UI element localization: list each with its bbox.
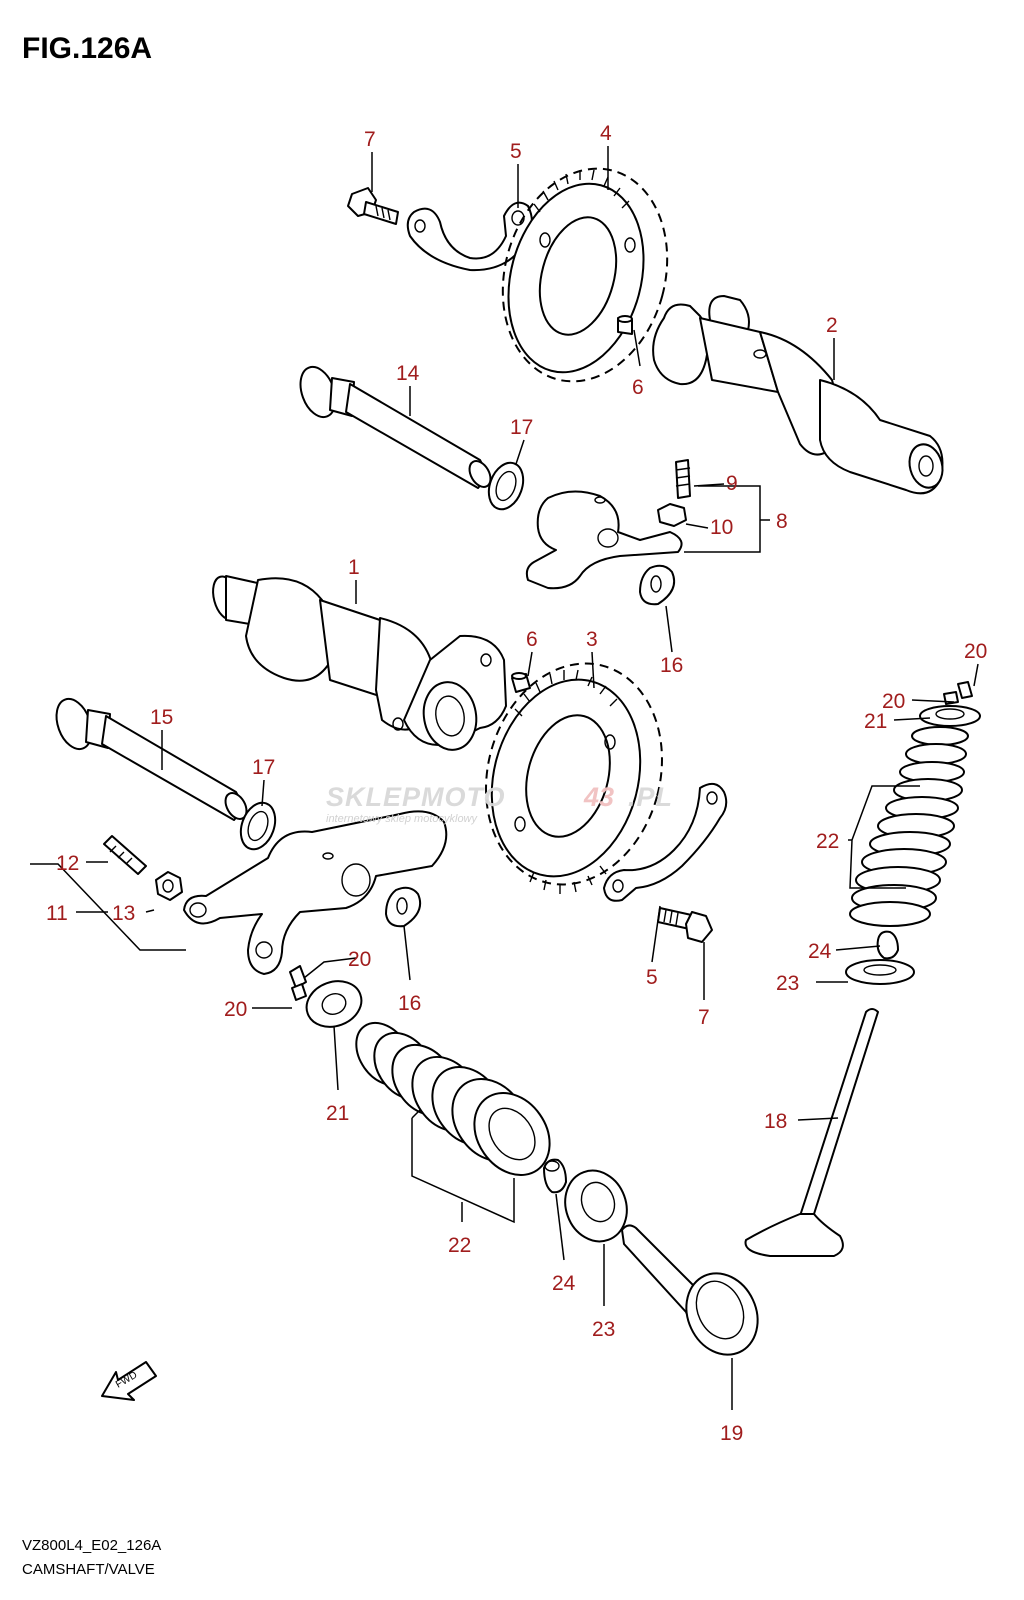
rocker-arm-8[interactable] xyxy=(525,490,683,590)
callout-8: 8 xyxy=(776,510,788,533)
callout-16-mid: 16 xyxy=(398,992,421,1015)
callout-20-mid-lower: 20 xyxy=(224,998,247,1021)
spring-retainer-21-bottom[interactable] xyxy=(300,974,368,1034)
bolt-7-top[interactable] xyxy=(347,187,399,225)
valve-spring-22-right[interactable] xyxy=(849,726,969,927)
watermark: SKLEPMOTO 43 .PL internetowy sklep motoc… xyxy=(326,782,673,825)
valve-18-intake[interactable] xyxy=(744,1008,879,1257)
rocker-arm-11[interactable] xyxy=(183,810,448,975)
rocker-shaft-14[interactable] xyxy=(294,362,495,491)
rocker-shaft-15[interactable] xyxy=(50,694,251,823)
cam-retainer-plate-5-mid[interactable] xyxy=(603,782,728,902)
stem-seal-24-right[interactable] xyxy=(876,930,899,960)
callout-19: 19 xyxy=(720,1422,743,1445)
adjusting-screw-9[interactable] xyxy=(675,459,691,499)
callout-3: 3 xyxy=(586,628,598,651)
figure-caption: CAMSHAFT/VALVE xyxy=(22,1561,155,1578)
watermark-tagline: internetowy sklep motocyklowy xyxy=(326,813,479,825)
callout-17-top: 17 xyxy=(510,416,533,439)
callout-22-right: 22 xyxy=(816,830,839,853)
callout-18: 18 xyxy=(764,1110,787,1133)
callout-23-bottom: 23 xyxy=(592,1318,615,1341)
leader-lines xyxy=(30,146,979,1410)
callout-2: 2 xyxy=(826,314,838,337)
wave-washer-17-top[interactable] xyxy=(483,458,529,514)
callout-9: 9 xyxy=(726,472,738,495)
valve-19-exhaust[interactable] xyxy=(621,1224,771,1366)
callout-1: 1 xyxy=(348,556,360,579)
camshaft-1[interactable] xyxy=(209,574,507,754)
cam-sprocket-gear-3[interactable] xyxy=(462,644,686,905)
callout-24-bottom: 24 xyxy=(552,1272,576,1295)
shim-16-top[interactable] xyxy=(639,564,676,606)
callout-7-mid: 7 xyxy=(698,1006,710,1029)
callout-labels: 7 5 4 6 2 14 17 9 10 8 16 1 6 3 15 17 12… xyxy=(46,122,987,1445)
callout-23-right: 23 xyxy=(776,972,799,995)
watermark-brand-mid: 43 xyxy=(583,782,614,812)
valve-springs-22-bottom[interactable] xyxy=(345,1012,565,1189)
wave-washer-17-mid[interactable] xyxy=(235,798,281,854)
spring-retainer-21-right[interactable] xyxy=(919,705,981,727)
callout-5-mid: 5 xyxy=(646,966,658,989)
callout-7-top: 7 xyxy=(364,128,376,151)
shim-16-mid[interactable] xyxy=(385,886,422,928)
callout-10: 10 xyxy=(710,516,733,539)
callout-15: 15 xyxy=(150,706,173,729)
callout-20-right: 20 xyxy=(882,690,905,713)
dowel-pin-6-mid[interactable] xyxy=(511,672,531,693)
callout-21-right: 21 xyxy=(864,710,887,733)
bolt-7-mid[interactable] xyxy=(657,907,713,943)
callout-20-mid-upper: 20 xyxy=(348,948,371,971)
fwd-arrow-icon: FWD xyxy=(101,1361,157,1401)
stem-seal-24-bottom[interactable] xyxy=(543,1158,567,1194)
spring-seat-23-right[interactable] xyxy=(845,959,915,985)
callout-16-top: 16 xyxy=(660,654,683,677)
cam-retainer-plate-5-top[interactable] xyxy=(406,201,533,272)
lock-nut-10[interactable] xyxy=(657,503,687,527)
callout-21-bottom: 21 xyxy=(326,1102,349,1125)
callout-14: 14 xyxy=(396,362,420,385)
callout-13: 13 xyxy=(112,902,135,925)
lock-nut-13[interactable] xyxy=(155,871,183,901)
adjusting-screw-12[interactable] xyxy=(103,835,147,875)
callout-22-bottom: 22 xyxy=(448,1234,471,1257)
watermark-brand-left: SKLEPMOTO xyxy=(326,782,506,812)
callout-6-mid: 6 xyxy=(526,628,538,651)
cam-sprocket-gear-4[interactable] xyxy=(480,150,690,400)
spring-seat-23-bottom[interactable] xyxy=(555,1162,636,1250)
callout-12: 12 xyxy=(56,852,79,875)
dowel-pin-6-top[interactable] xyxy=(617,315,633,335)
callout-20-right-top: 20 xyxy=(964,640,987,663)
watermark-brand-right: .PL xyxy=(628,782,673,812)
callout-4: 4 xyxy=(600,122,612,145)
callout-11: 11 xyxy=(46,902,68,925)
callout-6-top: 6 xyxy=(632,376,644,399)
valve-cotters-20-right[interactable] xyxy=(943,681,973,705)
camshaft-2[interactable] xyxy=(652,295,947,495)
callout-24-right: 24 xyxy=(808,940,832,963)
model-code: VZ800L4_E02_126A xyxy=(22,1537,161,1554)
valve-cotters-20-mid[interactable] xyxy=(289,965,307,1001)
figure-title: FIG.126A xyxy=(22,32,152,65)
callout-5-top: 5 xyxy=(510,140,522,163)
callout-17-mid: 17 xyxy=(252,756,275,779)
